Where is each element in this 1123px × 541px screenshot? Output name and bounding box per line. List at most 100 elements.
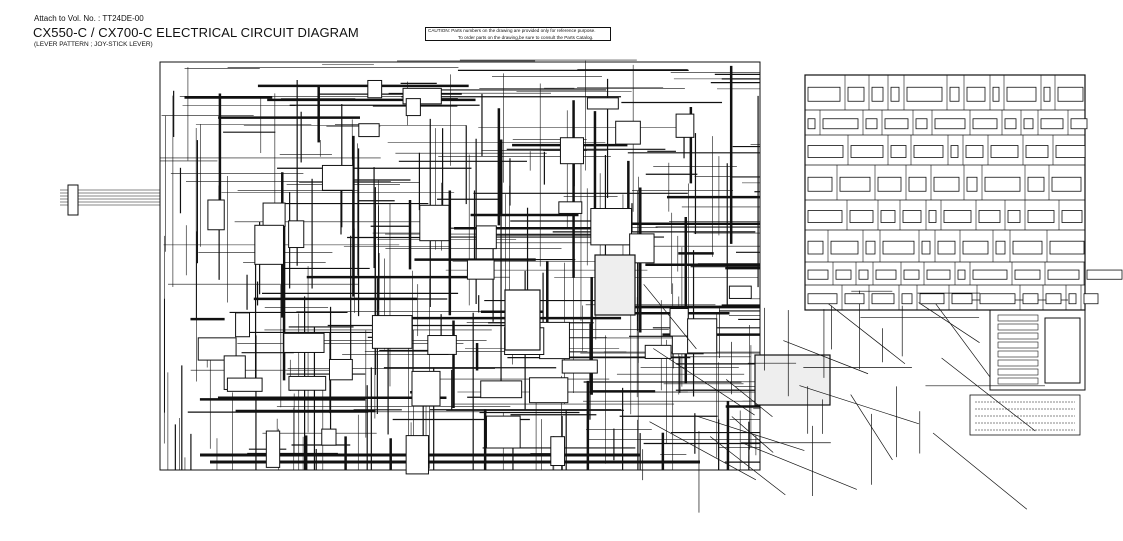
connector-icon [884,118,909,130]
connector-icon [1007,210,1021,223]
connector-icon [992,86,1000,102]
connector-icon [913,145,944,158]
fuse [997,323,1039,331]
connector-icon [906,86,943,102]
connector-icon [822,118,859,130]
component [558,201,583,214]
relay-box [1044,317,1081,384]
fuse [997,359,1039,367]
component [262,202,286,227]
controller-module [504,289,541,351]
connector-icon [877,176,902,192]
component [550,436,566,467]
connector-icon [865,118,878,130]
component [466,259,495,280]
wire [709,436,786,496]
fuse [997,341,1039,349]
wire [694,415,805,451]
connector-icon [957,269,966,280]
connector-icon [908,176,927,192]
connector-icon [807,293,838,305]
fuse [997,332,1039,340]
connector-icon [950,145,959,158]
component [367,79,383,99]
connector-icon [979,293,1016,305]
connector-icon [966,176,978,192]
chart-block [989,309,1086,391]
connector-icon [1086,269,1123,280]
connector-icon [865,240,876,255]
component [405,98,421,117]
connector-icon [807,269,829,280]
connector-icon [943,210,972,223]
component [405,435,429,475]
wire [643,284,697,350]
connector-icon [871,293,895,305]
controller-module [754,354,831,406]
component [207,199,225,231]
connector-icon [962,240,989,255]
wire [744,443,857,490]
connector-chart [804,74,1123,436]
connector-icon [1057,86,1084,102]
component [288,375,327,391]
connector [67,184,79,216]
wire [725,379,773,418]
component [254,224,284,265]
connector-icon [928,210,937,223]
connector-icon [1022,293,1039,305]
component [561,359,598,374]
connector-icon [951,293,973,305]
connector-icon [1025,145,1049,158]
connector-icon [844,293,865,305]
connector-icon [1006,86,1037,102]
component [226,377,263,392]
component [288,220,305,249]
wire [932,432,1028,510]
connector-icon [903,269,920,280]
wiring-area [60,59,1069,513]
component [675,113,695,138]
fuse [997,377,1039,385]
connector-icon [890,86,900,102]
connector-icon [1027,176,1045,192]
connector-icon [995,240,1006,255]
connector-icon [807,118,816,130]
connector-icon [850,145,884,158]
caution-line-1: CAUTION: Parts numbers on the drawing ar… [428,28,596,33]
connector-icon [1014,269,1041,280]
connector-icon [901,293,913,305]
connector-icon [1047,269,1080,280]
connector-icon [882,240,915,255]
component [358,123,380,138]
connector-icon [934,118,966,130]
component [590,208,632,246]
connector-icon [921,240,931,255]
connector-icon [807,240,824,255]
component [559,137,584,165]
connector-icon [1027,210,1055,223]
connector-icon [875,269,897,280]
component [728,285,752,299]
connector-icon [966,86,986,102]
wire [649,421,757,481]
connector-icon [1043,86,1051,102]
connector-icon [830,240,859,255]
connector-icon [1051,176,1082,192]
wire [818,296,906,364]
connector-icon [807,176,833,192]
connector-icon [978,210,1001,223]
connector-icon [839,176,871,192]
component [687,318,718,354]
fuse [997,314,1039,322]
component [485,415,521,449]
caution-line-2: To order parts on the drawing,be sure to… [458,34,594,40]
component [265,430,281,468]
connector-icon [990,145,1019,158]
fuse [997,350,1039,358]
component [321,428,337,446]
fuse [997,368,1039,376]
connector-icon [937,240,956,255]
component [427,335,457,355]
connector-icon [1061,210,1083,223]
